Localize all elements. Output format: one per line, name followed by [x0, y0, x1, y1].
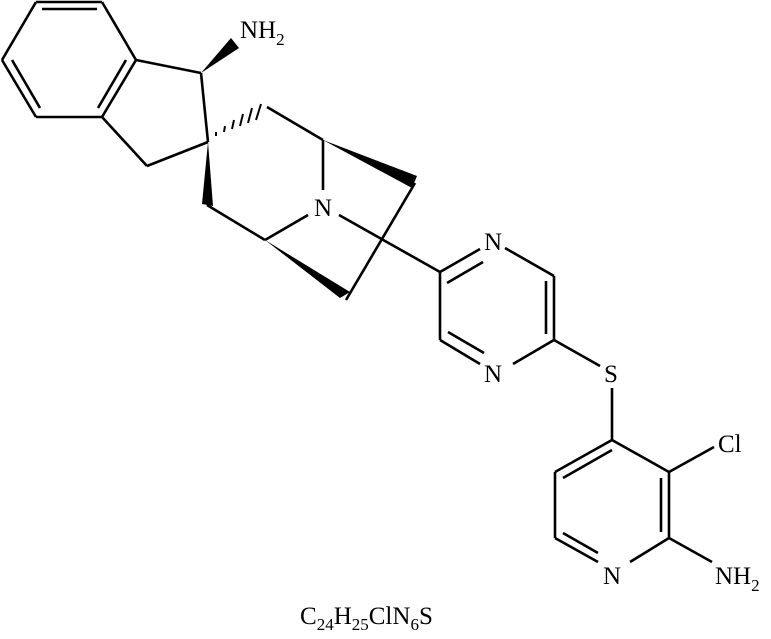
pyridine-ring: [553, 438, 671, 564]
benzene-ring: [0, 0, 138, 119]
wedge-bond-spiro: [202, 142, 213, 206]
pyrazine-n4-label: N: [484, 361, 502, 388]
hashed-bond: [215, 103, 262, 136]
azabicycle: [264, 140, 441, 301]
sulfur-label: S: [604, 361, 618, 388]
amine-label-bottom: NH2: [715, 563, 760, 595]
molecular-formula: C24H25ClN6S: [300, 603, 433, 634]
bridge-nitrogen-label: N: [314, 195, 332, 222]
wedge-bond-nh2: [201, 38, 239, 73]
cyclopentane-ring: [101, 58, 210, 168]
pyrazine-ring: [438, 246, 556, 366]
amine-label-top: NH2: [240, 17, 285, 49]
pyridine-n-label: N: [603, 563, 621, 590]
pyrazine-n1-label: N: [484, 229, 502, 256]
chloro-label: Cl: [718, 431, 742, 458]
